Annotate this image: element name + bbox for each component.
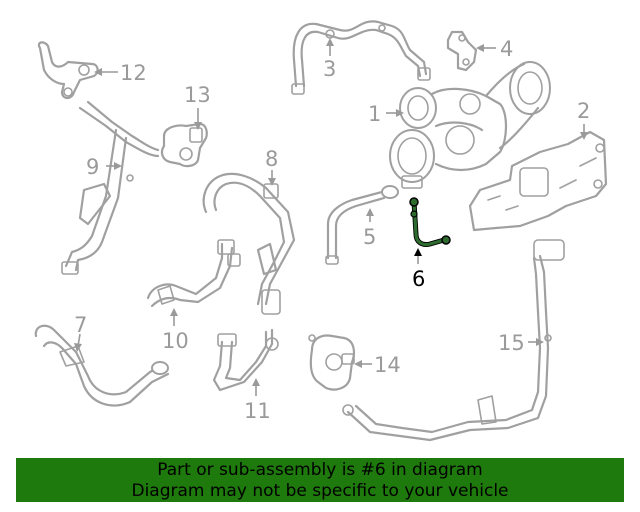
- callout-11: 11: [244, 399, 271, 423]
- banner-line-1: Part or sub-assembly is #6 in diagram: [157, 460, 483, 480]
- part-14-valve: [308, 334, 355, 391]
- part-5-pipe: [325, 185, 399, 265]
- callout-10: 10: [162, 329, 189, 353]
- callout-numbers: 12 13 3 4 1 2 9 8 5 6 10 7 11 14 15: [74, 37, 590, 423]
- callout-9: 9: [86, 155, 99, 179]
- callout-12: 12: [120, 61, 147, 85]
- part-12-fitting: [37, 41, 99, 100]
- callout-1: 1: [368, 102, 381, 126]
- callout-13: 13: [184, 83, 211, 107]
- callout-7: 7: [74, 313, 87, 337]
- callout-15: 15: [498, 331, 525, 355]
- part-13-connector: [160, 122, 208, 168]
- banner-line-2: Diagram may not be specific to your vehi…: [131, 481, 509, 501]
- part-9-hose: [61, 100, 160, 275]
- part-4-bracket: [446, 30, 478, 72]
- callout-14: 14: [374, 353, 401, 377]
- callout-6: 6: [412, 267, 425, 291]
- part-6-oil-line-highlighted: [409, 197, 451, 247]
- part-2-manifold: [468, 130, 608, 232]
- notice-banner: Part or sub-assembly is #6 in diagram Di…: [16, 458, 624, 502]
- part-11-pipe: [212, 328, 279, 392]
- callout-5: 5: [363, 225, 376, 249]
- part-1-turbocharger: [389, 61, 551, 189]
- callout-leaders: [74, 38, 588, 396]
- callout-2: 2: [577, 99, 590, 123]
- callout-3: 3: [323, 57, 336, 81]
- part-3-pipe: [291, 20, 431, 95]
- part-10-pipe: [146, 239, 241, 308]
- part-7-hose: [34, 324, 170, 407]
- part-15-hose: [342, 239, 565, 442]
- callout-4: 4: [500, 37, 513, 61]
- callout-8: 8: [265, 147, 278, 171]
